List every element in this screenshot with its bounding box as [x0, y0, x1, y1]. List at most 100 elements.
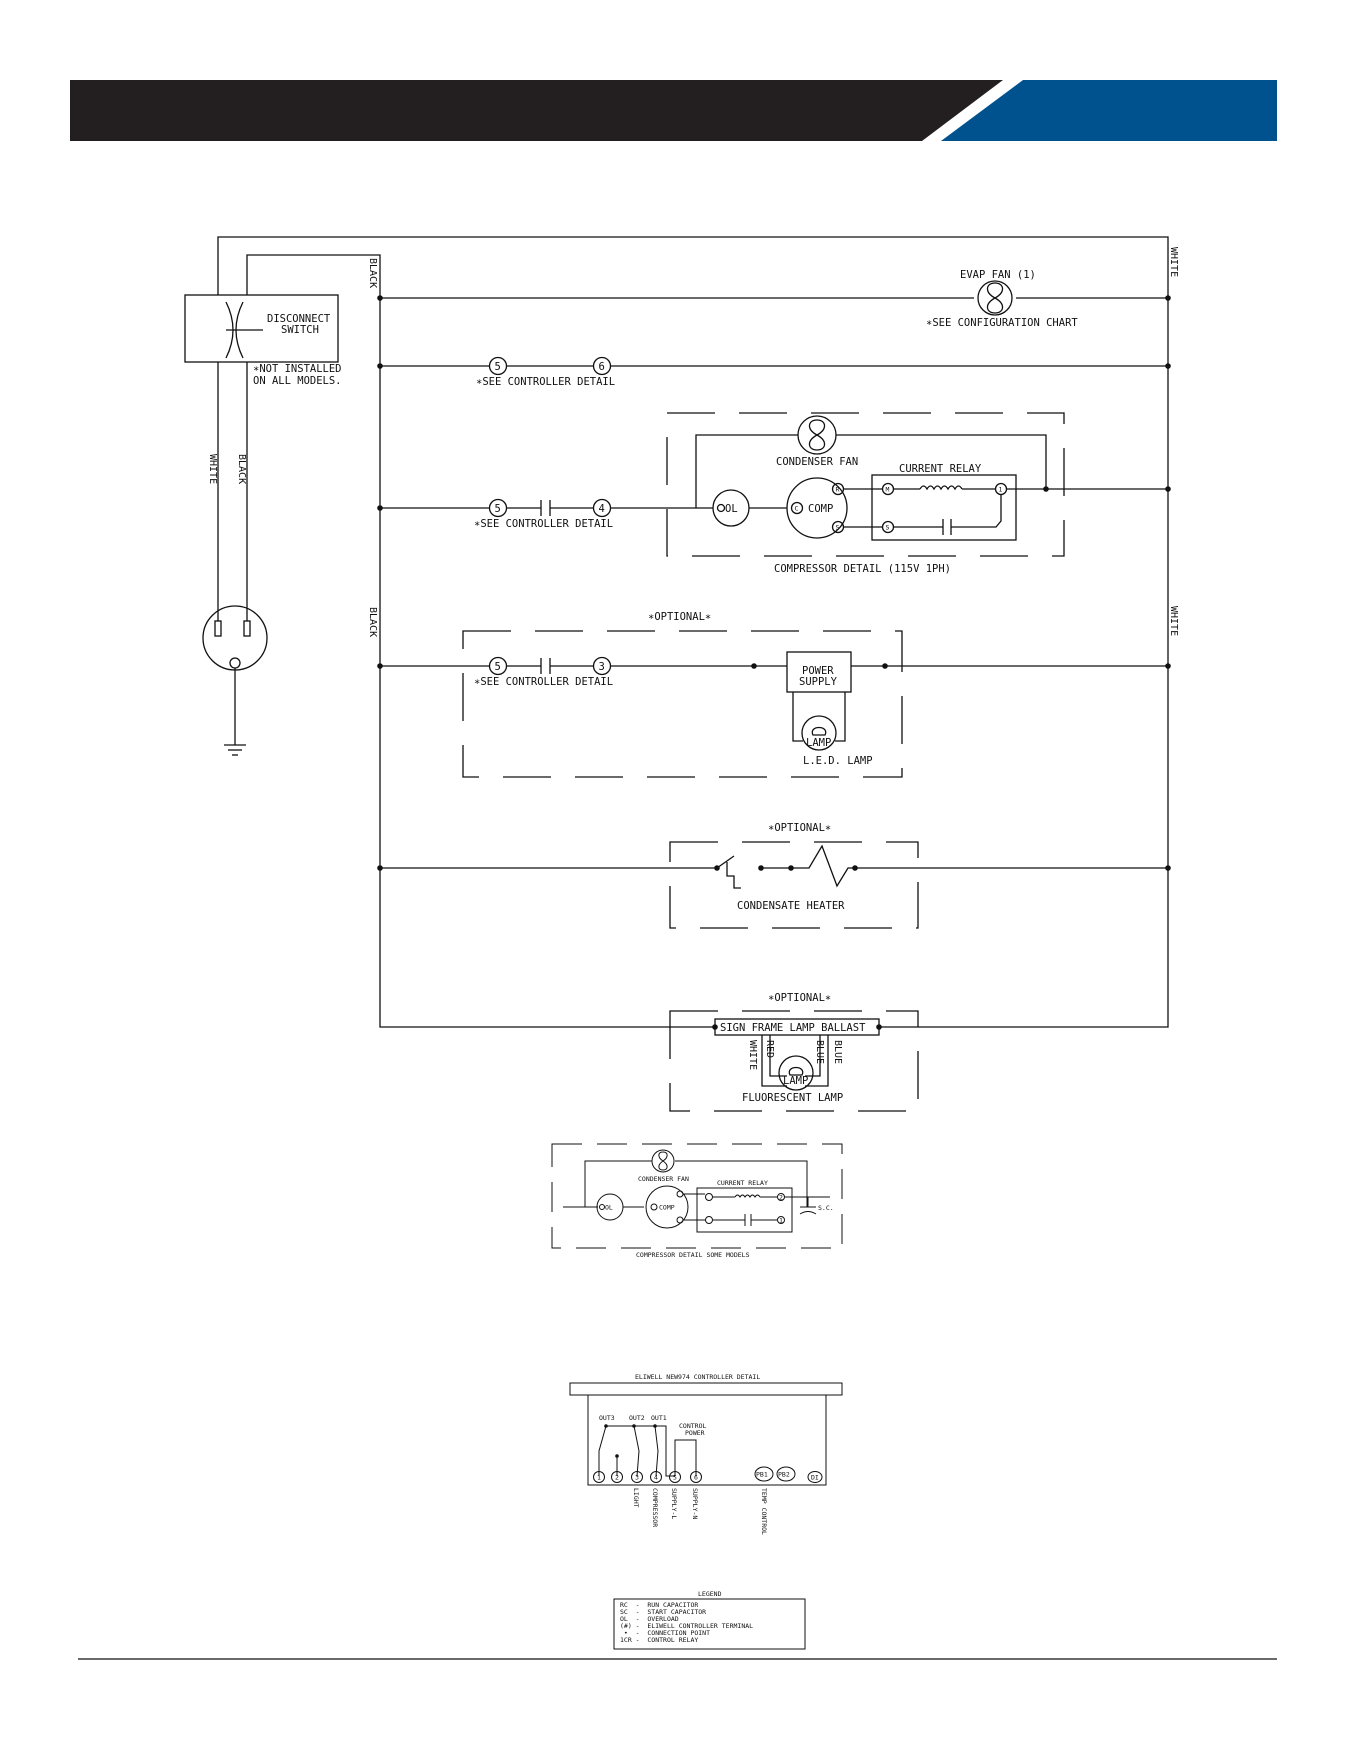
led-lamp-icon: LAMP: [801, 715, 837, 751]
controller-v-compressor: COMPRESSOR: [651, 1488, 659, 1527]
fluorescent-lamp-text: LAMP: [783, 1075, 808, 1087]
legend-title: LEGEND: [698, 1590, 722, 1598]
controller-di-label: DI: [811, 1474, 819, 1482]
white-label-mid: WHITE: [1168, 606, 1179, 636]
controller-note-row2: ∗SEE CONTROLLER DETAIL: [474, 518, 613, 530]
controller-terminal-5-label: 5: [673, 1474, 677, 1482]
overload-small-icon: OL: [596, 1193, 624, 1221]
switch-note-1: ∗NOT INSTALLED: [253, 363, 342, 375]
controller-di: [807, 1471, 823, 1483]
switch-label-1: DISCONNECT: [267, 313, 331, 325]
terminal-3-row3: 3: [592, 656, 612, 676]
ballast-optional-box: [669, 1010, 919, 1112]
controller-control-2: POWER: [685, 1429, 705, 1437]
controller-terminal-2: [611, 1471, 623, 1483]
legend-line-control-relay: 1CR - CONTROL RELAY: [620, 1636, 698, 1644]
controller-terminal-5: [669, 1471, 681, 1483]
controller-terminal-4-label: 4: [654, 1474, 658, 1482]
terminal-6-label: 6: [599, 361, 605, 373]
condenser-fan-label: CONDENSER FAN: [776, 456, 858, 468]
banner-blue-band: [941, 80, 1277, 141]
legend-box: [613, 1598, 806, 1650]
legend-line-connection: • - CONNECTION POINT: [620, 1629, 710, 1637]
current-relay-small-label: CURRENT RELAY: [717, 1179, 768, 1187]
controller-terminal-1-label: 1: [597, 1474, 601, 1482]
ballast-box: SIGN FRAME LAMP BALLAST: [714, 1018, 880, 1036]
terminal-4-label: 4: [599, 503, 605, 515]
controller-v-temp-control: TEMP CONTROL: [760, 1488, 768, 1535]
relay-coil-icon: [919, 485, 963, 491]
controller-terminal-3-label: 3: [635, 1474, 639, 1482]
controller-v-supply-l: SUPPLY-L: [670, 1488, 678, 1519]
compressor-s-label: S: [836, 524, 840, 532]
controller-v-supply-n: SUPPLY-N: [691, 1488, 699, 1519]
heater-optional-box: [669, 841, 919, 929]
legend-line-ol: OL - OVERLOAD: [620, 1615, 679, 1623]
compressor-detail-caption: COMPRESSOR DETAIL (115V 1PH): [774, 563, 951, 575]
current-relay-small-box: [696, 1187, 793, 1233]
controller-terminal-6-label: 6: [694, 1474, 698, 1482]
compressor-r-label: R: [836, 486, 840, 494]
optional-label-led: ∗OPTIONAL∗: [648, 611, 711, 623]
condenser-fan-small-label: CONDENSER FAN: [638, 1175, 689, 1183]
plug-blade-left: [214, 620, 222, 637]
compressor-detail: CONDENSER FAN OL C COMP R S CURRENT RELA…: [666, 412, 1065, 575]
relay-small-1-label: 1: [779, 1217, 783, 1225]
switch-label-2: SWITCH: [281, 324, 319, 336]
power-supply: POWER SUPPLY: [786, 651, 852, 693]
optional-label-heater: ∗OPTIONAL∗: [768, 822, 831, 834]
power-supply-label-2: SUPPLY: [799, 676, 838, 688]
controller-pb1: [754, 1466, 774, 1482]
contact-icon-row2: [540, 500, 551, 516]
terminal-3-label: 3: [599, 661, 605, 673]
controller-v-light: LIGHT: [632, 1488, 640, 1508]
evap-fan-label: EVAP FAN (1): [960, 269, 1036, 281]
evap-fan-icon: [977, 280, 1013, 316]
overload-icon: OL: [712, 489, 750, 527]
controller-title: ELIWELL NEW974 CONTROLLER DETAIL: [635, 1373, 760, 1381]
controller-out3: OUT3: [599, 1414, 615, 1422]
terminal-5-row1: 5: [488, 356, 508, 376]
relay-s-label: S: [886, 524, 890, 532]
evap-fan-note: ∗SEE CONFIGURATION CHART: [926, 317, 1078, 329]
current-relay-box: [871, 474, 1017, 541]
power-plug: [202, 605, 268, 745]
controller-detail: ELIWELL NEW974 CONTROLLER DETAIL OUT3 OU…: [569, 1373, 843, 1535]
compressor-detail-some-models: CONDENSER FAN OL COMP CURRENT RELAY 2: [551, 1143, 843, 1259]
ballast-label: SIGN FRAME LAMP BALLAST: [720, 1022, 866, 1034]
fluorescent-lamp-label: FLUORESCENT LAMP: [742, 1092, 843, 1104]
compressor-small-icon: COMP: [645, 1185, 689, 1229]
plug-blade-right: [243, 620, 251, 637]
start-capacitor-icon: [799, 1197, 817, 1215]
switch-note-2: ON ALL MODELS.: [253, 375, 342, 387]
black-label-mid: BLACK: [367, 607, 378, 637]
relay-small-2-label: 2: [779, 1194, 783, 1202]
compressor-label: COMP: [808, 503, 833, 515]
terminal-5-label: 5: [495, 361, 501, 373]
legend-line-sc: SC - START CAPACITOR: [620, 1608, 706, 1616]
power-supply-label-1: POWER: [802, 665, 834, 677]
banner-dark-band: [70, 80, 1003, 141]
terminal-5-row3: 5: [488, 656, 508, 676]
terminal-5-row2: 5: [488, 498, 508, 518]
thermostat-switch-icon: [714, 855, 791, 889]
controller-terminal-3: [631, 1471, 643, 1483]
relay-1-label: 1: [999, 486, 1003, 494]
condensate-heater-label: CONDENSATE HEATER: [737, 900, 845, 912]
black-label-top: BLACK: [367, 258, 378, 288]
black-label-cord: BLACK: [236, 454, 247, 484]
controller-out2: OUT2: [629, 1414, 645, 1422]
led-optional-box: [462, 630, 903, 778]
compressor-c-label: C: [795, 505, 799, 513]
ballast-wire-blue-2: BLUE: [832, 1040, 843, 1064]
fluorescent-lamp-icon: LAMP: [778, 1055, 814, 1091]
legend: LEGEND RC - RUN CAPACITOR SC - START CAP…: [613, 1590, 806, 1650]
terminal-5-label: 5: [495, 503, 501, 515]
terminal-5-label: 5: [495, 661, 501, 673]
terminal-4-row2: 4: [592, 498, 612, 518]
condenser-fan-icon: [797, 415, 837, 455]
controller-note-row3: ∗SEE CONTROLLER DETAIL: [474, 676, 613, 688]
main-wires: [217, 236, 1171, 1028]
controller-control-1: CONTROL: [679, 1422, 706, 1430]
ballast-wire-blue-1: BLUE: [814, 1040, 825, 1064]
